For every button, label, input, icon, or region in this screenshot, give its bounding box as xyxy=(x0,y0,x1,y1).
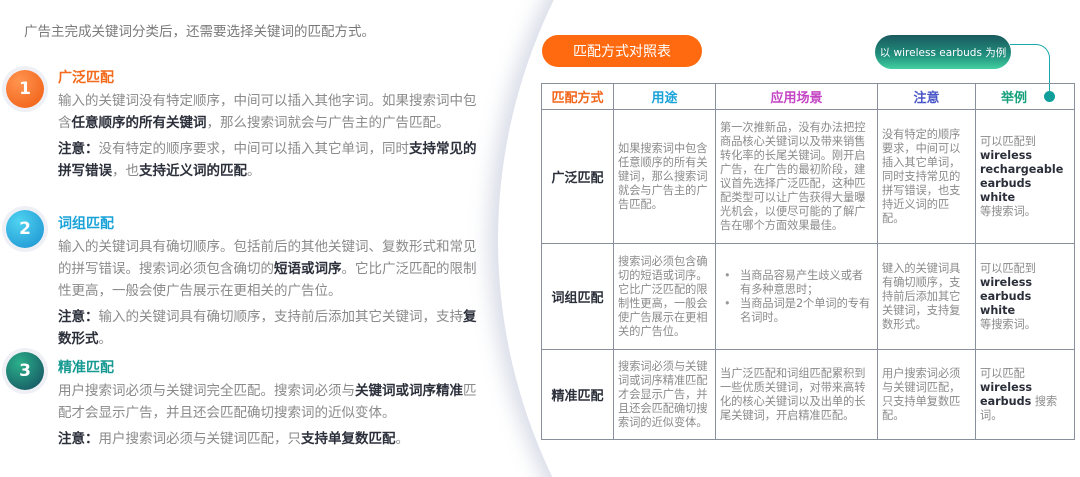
row-usage: 搜索词必须与关键词或词序精准匹配才会显示广告，并且还会匹配确切搜索词的近似变体。 xyxy=(613,349,716,440)
intro-text: 广告主完成关键词分类后，还需要选择关键词的匹配方式。 xyxy=(24,24,375,40)
header-match-type: 匹配方式 xyxy=(541,83,614,110)
row-scenario: 当商品容易产生歧义或者有多种意思时； 当商品词是2个单词的专有名词时。 xyxy=(715,243,878,350)
row-note: 没有特定的顺序要求，中间可以插入其它单词，同时支持常见的拼写错误，也支持近义词的… xyxy=(877,109,976,244)
row-type: 广泛匹配 xyxy=(541,109,614,244)
row-note: 键入的关键词具有确切顺序，支持前后添加其它关键词，支持复数形式。 xyxy=(877,243,976,350)
row-scenario: 第一次推新品，没有办法把控商品核心关键词以及带来销售转化率的长尾关键词。刚开启广… xyxy=(715,109,878,244)
row-scenario: 当广泛匹配和词组匹配累积到一些优质关键词，对带来高转化的核心关键词以及出单的长尾… xyxy=(715,349,878,440)
header-example: 举例 xyxy=(975,83,1075,110)
section-title: 精准匹配 xyxy=(58,360,114,376)
number-badge-2: 2 xyxy=(6,210,44,248)
section-title: 词组匹配 xyxy=(58,216,114,232)
section-title: 广泛匹配 xyxy=(58,70,114,86)
table-row: 词组匹配 搜索词必须包含确切的短语或词序。它比广泛匹配的限制性更高，一般会使广告… xyxy=(541,243,1075,350)
header-scenario: 应用场景 xyxy=(715,83,878,110)
connector-line xyxy=(1010,44,1050,99)
section-desc: 输入的关键词具有确切顺序。包括前后的其他关键词、复数形式和常见的拼写错误。搜索词… xyxy=(58,239,477,299)
scenario-bullet: 当商品容易产生歧义或者有多种意思时； xyxy=(724,269,873,297)
section-desc: 输入的关键词没有特定顺序，中间可以插入其他字词。如果搜索词中包含任意顺序的所有关… xyxy=(58,93,477,131)
table-title-pill: 匹配方式对照表 xyxy=(542,35,702,67)
table-row: 广泛匹配 如果搜索词中包含任意顺序的所有关键词，那么搜索词就会与广告主的广告匹配… xyxy=(541,109,1075,244)
table-header-row: 匹配方式 用途 应用场景 注意 举例 xyxy=(541,83,1075,110)
row-type: 词组匹配 xyxy=(541,243,614,350)
section-broad-match: 1 广泛匹配 输入的关键词没有特定顺序，中间可以插入其他字词。如果搜索词中包含任… xyxy=(6,68,478,182)
header-usage: 用途 xyxy=(613,83,716,110)
comparison-panel: 匹配方式对照表 以 wireless earbuds 为例 匹配方式 用途 应用… xyxy=(530,0,1080,477)
section-note: 注意：没有特定的顺序要求，中间可以插入其它单词，同时支持常见的拼写错误，也支持近… xyxy=(58,141,477,179)
section-exact-match: 3 精准匹配 用户搜索词必须与关键词完全匹配。搜索词必须与关键词或词序精准匹配才… xyxy=(6,352,478,450)
section-note: 注意：用户搜索词必须与关键词匹配，只支持单复数匹配。 xyxy=(58,431,409,447)
number-badge-3: 3 xyxy=(6,352,44,390)
row-usage: 搜索词必须包含确切的短语或词序。它比广泛匹配的限制性更高，一般会使广告展示在更相… xyxy=(613,243,716,350)
row-type: 精准匹配 xyxy=(541,349,614,440)
section-note: 注意：输入的关键词具有确切顺序，支持前后添加其它关键词，支持复数形式。 xyxy=(58,309,477,347)
scenario-bullet: 当商品词是2个单词的专有名词时。 xyxy=(724,297,873,325)
section-phrase-match: 2 词组匹配 输入的关键词具有确切顺序。包括前后的其他关键词、复数形式和常见的拼… xyxy=(6,210,478,350)
table-row: 精准匹配 搜索词必须与关键词或词序精准匹配才会显示广告，并且还会匹配确切搜索词的… xyxy=(541,349,1075,440)
number-badge-1: 1 xyxy=(6,70,44,108)
explanation-panel: 广告主完成关键词分类后，还需要选择关键词的匹配方式。 1 广泛匹配 输入的关键词… xyxy=(0,0,500,477)
row-usage: 如果搜索词中包含任意顺序的所有关键词，那么搜索词就会与广告主的广告匹配。 xyxy=(613,109,716,244)
row-note: 用户搜索词必须与关键词匹配，只支持单复数匹配。 xyxy=(877,349,976,440)
comparison-table: 匹配方式 用途 应用场景 注意 举例 广泛匹配 如果搜索词中包含任意顺序的所有关… xyxy=(541,83,1075,440)
example-tag-pill: 以 wireless earbuds 为例 xyxy=(875,35,1011,69)
section-desc: 用户搜索词必须与关键词完全匹配。搜索词必须与关键词或词序精准匹配才会显示广告，并… xyxy=(58,383,477,421)
connector-dot-icon xyxy=(1044,91,1055,102)
header-note: 注意 xyxy=(877,83,976,110)
